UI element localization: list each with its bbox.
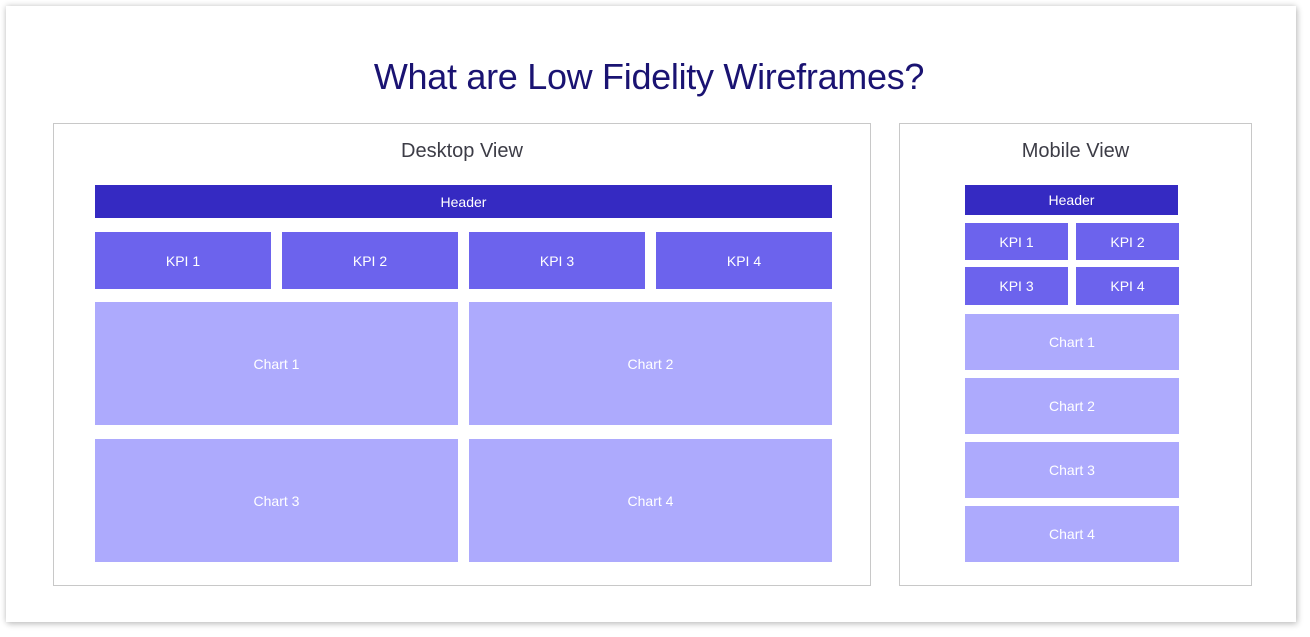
mobile-kpi-4: KPI 4 bbox=[1076, 267, 1179, 305]
mobile-chart-1: Chart 1 bbox=[965, 314, 1179, 370]
mobile-kpi-2: KPI 2 bbox=[1076, 223, 1179, 260]
desktop-chart-1: Chart 1 bbox=[95, 302, 458, 425]
mobile-kpi-3: KPI 3 bbox=[965, 267, 1068, 305]
desktop-chart-3: Chart 3 bbox=[95, 439, 458, 562]
mobile-kpi-1: KPI 1 bbox=[965, 223, 1068, 260]
desktop-kpi-4: KPI 4 bbox=[656, 232, 832, 289]
desktop-view-panel: Desktop View Header KPI 1 KPI 2 KPI 3 KP… bbox=[53, 123, 871, 586]
mobile-chart-4: Chart 4 bbox=[965, 506, 1179, 562]
mobile-view-panel: Mobile View Header KPI 1 KPI 2 KPI 3 KPI… bbox=[899, 123, 1252, 586]
desktop-kpi-1: KPI 1 bbox=[95, 232, 271, 289]
mobile-header-block: Header bbox=[965, 185, 1178, 215]
desktop-kpi-2: KPI 2 bbox=[282, 232, 458, 289]
mobile-chart-2: Chart 2 bbox=[965, 378, 1179, 434]
mobile-chart-3: Chart 3 bbox=[965, 442, 1179, 498]
page-title: What are Low Fidelity Wireframes? bbox=[373, 56, 925, 97]
desktop-chart-2: Chart 2 bbox=[469, 302, 832, 425]
desktop-view-label: Desktop View bbox=[401, 140, 523, 162]
desktop-chart-4: Chart 4 bbox=[469, 439, 832, 562]
mobile-view-label: Mobile View bbox=[1021, 140, 1130, 162]
desktop-header-block: Header bbox=[95, 185, 832, 218]
desktop-kpi-3: KPI 3 bbox=[469, 232, 645, 289]
